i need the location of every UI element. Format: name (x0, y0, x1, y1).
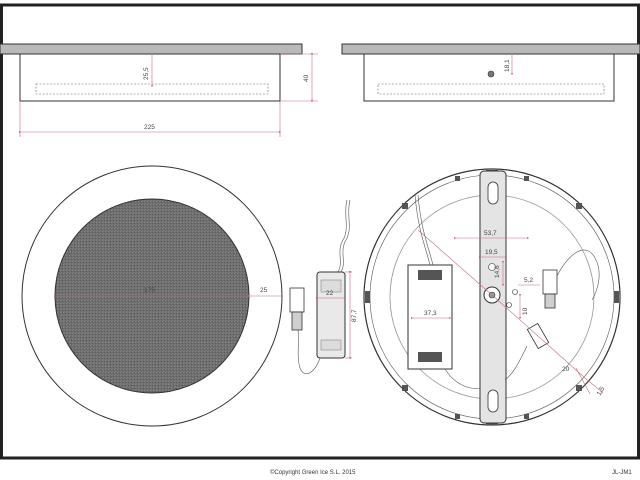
footer-code: JL-JM1 (612, 470, 632, 476)
dim-14-6-label: 14,6 (494, 265, 501, 278)
dim-37-3-label: 37,3 (424, 310, 437, 317)
led-panel-dashed-side (377, 83, 605, 95)
front-circle-view: 175 25 (21, 165, 284, 427)
dim-width-label: 225 (144, 124, 155, 131)
dim-5-2-label: 5,2 (524, 277, 533, 284)
dim-10-label: 10 (522, 307, 529, 315)
dim-side-offset-label: 18,1 (504, 59, 511, 72)
dim-driver-width-label: 22 (326, 290, 334, 297)
driver-input-cable (337, 199, 348, 273)
dim-19-5-label: 19,5 (485, 249, 498, 256)
screw-hole (487, 70, 495, 78)
front-section-view: 25,5 40 225 (0, 43, 318, 137)
ceiling-plate-left (0, 43, 303, 55)
dim-1-5-label: 1,5 (596, 385, 607, 397)
dim-cutout-label: 175 (144, 287, 155, 294)
ceiling-plate-right (341, 43, 640, 55)
side-section-view: 18,1 (341, 43, 640, 102)
rear-view: 53,7 19,5 14,6 5,2 10 37,3 20 1,5 (363, 168, 621, 426)
footer-copyright: ©Copyright Green Ice S.L. 2015 (270, 469, 356, 476)
dim-20-label: 20 (562, 366, 570, 373)
fixture-body-side (363, 53, 615, 102)
rear-connector-top (542, 269, 558, 295)
dim-rim-label: 25 (260, 287, 268, 294)
dim-depth-label: 25,5 (143, 67, 150, 80)
led-driver: 22 87,7 (289, 199, 358, 375)
output-connector (289, 287, 305, 313)
fixture-body-front (19, 53, 281, 102)
dim-driver-length-label: 87,7 (351, 309, 358, 322)
driver-box (316, 271, 346, 359)
driver-output-cable (297, 329, 321, 375)
dim-53-7-label: 53,7 (484, 230, 497, 237)
dim-height-label: 40 (303, 74, 310, 82)
